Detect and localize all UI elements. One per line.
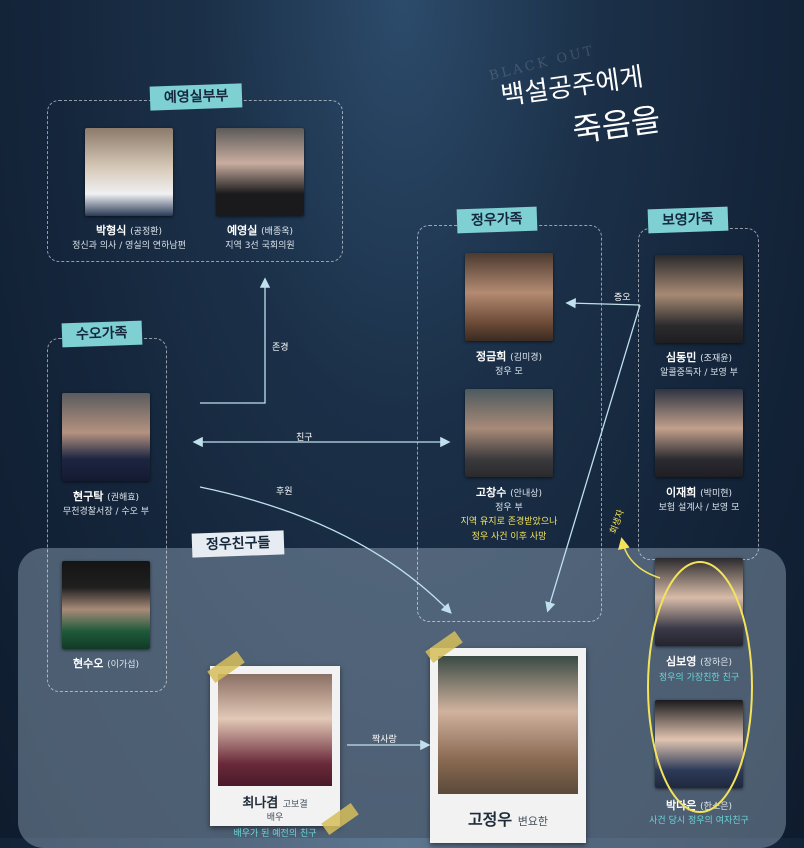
note-go-changsu-2: 정우 사건 이후 사망 [471,532,547,542]
photo-jung-geumhee [465,253,553,341]
name-choi-nagyeom: 최나겸 고보결 [242,796,308,811]
label-hate: 증오 [614,293,631,303]
arrow-revived [618,537,661,579]
note-choi-nagyeom: 배우가 된 예전의 친구 [233,829,317,839]
name-hyun-gutak: 현구탁 (권해효) [72,490,140,503]
photo-hyun-suo [62,561,150,649]
photo-park-hyungsik [85,128,173,216]
photo-park-daeun [655,700,743,788]
label-sponsor: 후원 [276,487,293,497]
role-ye-youngsil: 지역 3선 국회의원 [225,241,295,251]
role-sim-dongmin: 알콜중독자 / 보영 부 [660,368,738,378]
label-friend: 친구 [296,433,313,443]
label-crush: 짝사랑 [372,735,397,745]
photo-go-jungwoo [438,656,578,794]
name-lee-jaehee: 이재희 (박미현) [665,486,733,499]
photo-lee-jaehee [655,389,743,477]
name-sim-dongmin: 심동민 (조재윤) [665,351,733,364]
arrow-hate [565,298,641,309]
name-go-changsu: 고창수 (안내상) [475,486,543,499]
name-ye-youngsil: 예영실 (배종옥) [226,224,294,237]
name-sim-boyoung: 심보영 (장하은) [665,655,733,668]
role-choi-nagyeom: 배우 [266,813,284,823]
note-park-daeun: 사건 당시 정우의 여자친구 [649,816,749,826]
note-go-changsu-1: 지역 유지로 존경받았으나 [460,517,558,527]
photo-go-changsu [465,389,553,477]
role-park-hyungsik: 정신과 의사 / 영실의 연하남편 [72,241,186,251]
circle-highlight [647,561,753,813]
polaroid-go-jungwoo [430,648,586,843]
label-respect: 존경 [272,343,289,353]
name-park-hyungsik: 박형식 (공정환) [95,224,163,237]
polaroid-choi-nagyeom [210,666,340,826]
role-jung-geumhee: 정우 모 [495,367,523,377]
name-jung-geumhee: 정금희 (김미경) [475,350,543,363]
role-hyun-gutak: 무천경찰서장 / 수오 부 [62,507,150,517]
photo-ye-youngsil [216,128,304,216]
arrow-boyoung-to-jungwoo [545,304,641,613]
arrow-respect [200,277,271,404]
name-hyun-suo: 현수오 (이가섭) [72,657,140,670]
note-sim-boyoung: 정우의 가장친한 친구 [658,673,740,683]
photo-hyun-gutak [62,393,150,481]
role-lee-jaehee: 보험 설계사 / 보영 모 [658,503,740,513]
arrow-sponsor [199,486,452,614]
photo-choi-nagyeom [218,674,332,786]
role-go-changsu: 정우 부 [495,503,523,513]
name-go-jungwoo: 고정우 변요한 [467,810,549,829]
photo-sim-boyoung [655,558,743,646]
photo-sim-dongmin [655,255,743,343]
